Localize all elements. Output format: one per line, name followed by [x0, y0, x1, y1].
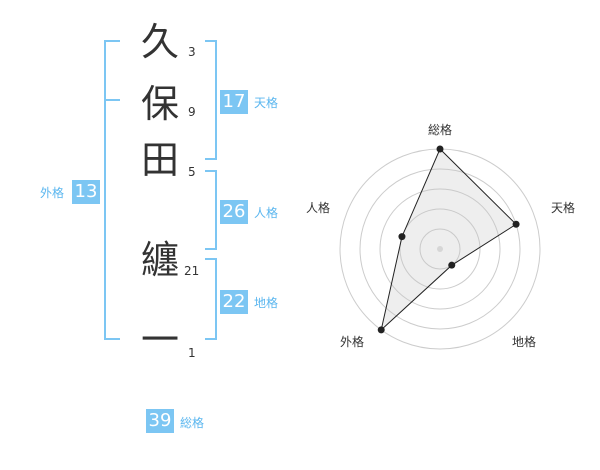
radar-point: [377, 326, 385, 334]
stroke-count-4: 21: [184, 264, 200, 278]
stroke-count-2: 9: [188, 105, 196, 119]
gaikaku-badge: 13: [72, 180, 100, 204]
radar-axis-label-soukaku: 総格: [428, 122, 452, 137]
tenkaku-badge: 17: [220, 90, 248, 114]
chikaku-badge: 22: [220, 290, 248, 314]
chikaku-label: 地格: [254, 296, 279, 310]
radar-ring: [379, 188, 501, 310]
soukaku-label: 総格: [180, 416, 205, 430]
tenkaku-label: 天格: [254, 96, 279, 110]
jinkaku-label: 人格: [254, 206, 279, 220]
radar-ring: [359, 168, 521, 330]
radar-value-polygon: [380, 148, 517, 332]
outer-bracket-tick: [104, 99, 120, 101]
stroke-count-3: 5: [188, 165, 196, 179]
soukaku-badge: 39: [146, 409, 174, 433]
outer-bracket: [104, 40, 120, 340]
radar-axis-label-tenkaku: 天格: [551, 200, 575, 215]
heaven-bracket: [205, 40, 217, 160]
radar-point: [398, 233, 406, 241]
gaikaku-label: 外格: [40, 186, 65, 200]
name-char-5: 一: [140, 318, 179, 362]
radar-ring: [399, 208, 481, 290]
radar-point: [436, 145, 444, 153]
radar-ring: [419, 228, 461, 270]
radar-point: [448, 261, 456, 269]
radar-center: [437, 246, 443, 252]
radar-point: [512, 220, 520, 228]
radar-axis-label-gaikaku: 外格: [340, 334, 364, 349]
stroke-count-1: 3: [188, 45, 196, 59]
earth-bracket: [205, 258, 217, 340]
name-char-1: 久: [140, 20, 179, 64]
stroke-count-5: 1: [188, 346, 196, 360]
person-bracket: [205, 170, 217, 250]
name-char-2: 保: [140, 82, 179, 126]
radar-axis-label-jinkaku: 人格: [306, 200, 330, 215]
jinkaku-badge: 26: [220, 200, 248, 224]
name-char-4: 纏: [140, 238, 179, 282]
radar-axis-label-chikaku: 地格: [512, 334, 536, 349]
name-char-3: 田: [140, 138, 179, 182]
radar-points: [377, 145, 520, 334]
